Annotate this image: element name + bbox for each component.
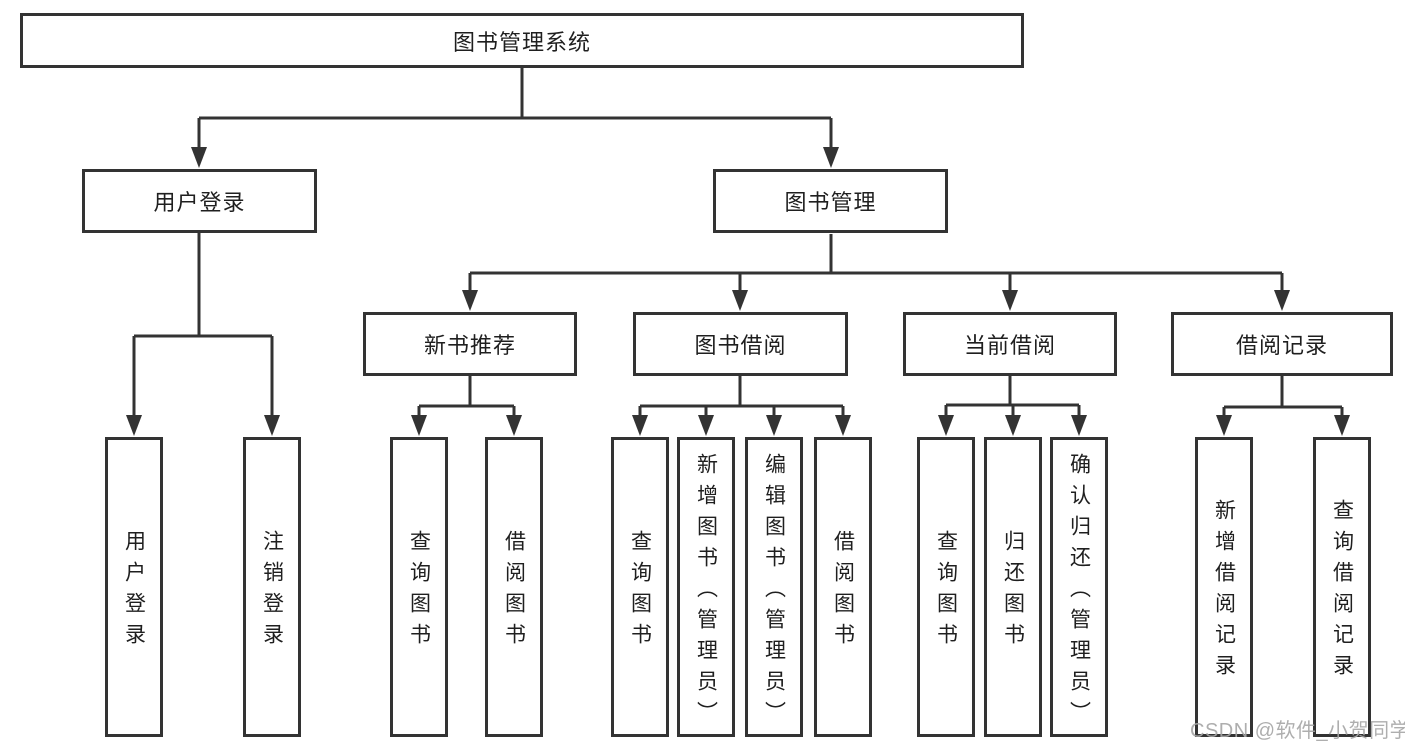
arrowheads [126, 147, 1350, 436]
leaf-br-add-record: 新增借阅记录 [1195, 437, 1253, 737]
leaf-bb-edit-books-admin-label: 编辑图书（管理员） [762, 452, 786, 732]
node-borrow-records-label: 借阅记录 [1235, 333, 1328, 358]
leaf-nbr-query-books: 查询图书 [390, 437, 448, 737]
leaf-nbr-borrow-books-label: 借阅图书 [502, 530, 526, 654]
leaf-user-login-label: 用户登录 [122, 530, 146, 654]
leaf-logout: 注销登录 [243, 437, 301, 737]
node-user-login: 用户登录 [82, 169, 317, 233]
leaf-bb-borrow-books: 借阅图书 [814, 437, 872, 737]
node-book-management: 图书管理 [713, 169, 948, 233]
node-new-book-recommend: 新书推荐 [363, 312, 577, 376]
leaf-cb-query-books: 查询图书 [917, 437, 975, 737]
node-root: 图书管理系统 [20, 13, 1024, 68]
node-book-borrow-label: 图书借阅 [694, 333, 787, 358]
leaf-bb-add-books-admin-label: 新增图书（管理员） [694, 452, 718, 732]
leaf-cb-confirm-return-admin-label: 确认归还（管理员） [1067, 452, 1091, 732]
watermark: CSDN @软件_小贺同学 [1190, 720, 1405, 742]
leaf-cb-return-books: 归还图书 [984, 437, 1042, 737]
node-borrow-records: 借阅记录 [1171, 312, 1393, 376]
leaf-br-query-record: 查询借阅记录 [1313, 437, 1371, 737]
leaf-cb-confirm-return-admin: 确认归还（管理员） [1050, 437, 1108, 737]
leaf-cb-return-books-label: 归还图书 [1001, 530, 1025, 654]
leaf-logout-label: 注销登录 [260, 530, 284, 654]
leaf-user-login: 用户登录 [105, 437, 163, 737]
leaf-bb-add-books-admin: 新增图书（管理员） [677, 437, 735, 737]
node-user-login-label: 用户登录 [153, 190, 246, 215]
leaf-bb-borrow-books-label: 借阅图书 [831, 530, 855, 654]
leaf-nbr-query-books-label: 查询图书 [407, 530, 431, 654]
node-root-label: 图书管理系统 [452, 29, 591, 55]
leaf-nbr-borrow-books: 借阅图书 [485, 437, 543, 737]
leaf-br-add-record-label: 新增借阅记录 [1212, 499, 1236, 685]
leaf-cb-query-books-label: 查询图书 [934, 530, 958, 654]
leaf-bb-query-books-label: 查询图书 [628, 530, 652, 654]
node-current-borrow-label: 当前借阅 [963, 333, 1056, 358]
node-book-borrow: 图书借阅 [633, 312, 848, 376]
leaf-bb-query-books: 查询图书 [611, 437, 669, 737]
leaf-bb-edit-books-admin: 编辑图书（管理员） [745, 437, 803, 737]
node-book-management-label: 图书管理 [784, 190, 877, 215]
node-current-borrow: 当前借阅 [903, 312, 1117, 376]
leaf-br-query-record-label: 查询借阅记录 [1330, 499, 1354, 685]
node-new-book-recommend-label: 新书推荐 [423, 333, 516, 358]
